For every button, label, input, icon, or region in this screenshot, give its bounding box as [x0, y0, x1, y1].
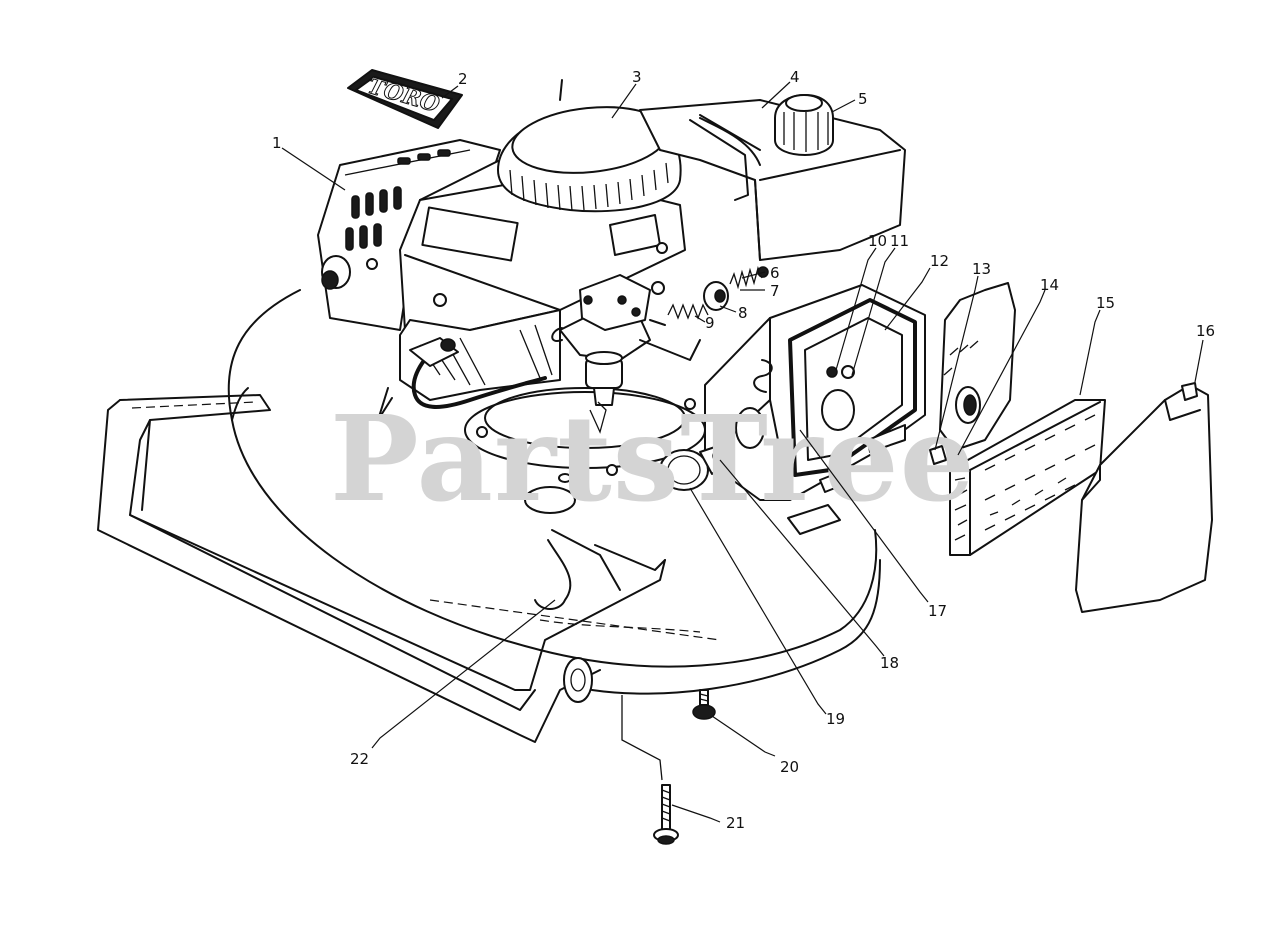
- callout-2: 2: [458, 70, 468, 88]
- callout-5: 5: [858, 90, 868, 108]
- toro-decal: TORO: [347, 69, 463, 129]
- callout-17: 17: [928, 602, 947, 620]
- callout-6: 6: [770, 264, 780, 282]
- callout-8: 8: [738, 304, 748, 322]
- muffler-vents: [345, 149, 451, 251]
- callout-9: 9: [705, 314, 715, 332]
- screw-20: [692, 689, 716, 720]
- throttle-assembly: [667, 265, 769, 320]
- air-cleaner-body: [704, 284, 926, 501]
- air-cleaner-cover: [1075, 382, 1213, 613]
- filter-element: [949, 399, 1106, 556]
- callout-labels: 1 2 3 4 5 6 7 8 9 10 11 12 13 14 15 16 1…: [272, 68, 1215, 832]
- callout-19: 19: [826, 710, 845, 728]
- mower-deck: [97, 289, 881, 743]
- callout-13: 13: [972, 260, 991, 278]
- callout-14: 14: [1040, 276, 1059, 294]
- callout-22: 22: [350, 750, 369, 768]
- callout-3: 3: [632, 68, 642, 86]
- callout-21: 21: [726, 814, 745, 832]
- bolt-21: [653, 784, 679, 845]
- starter-fins: [509, 162, 669, 212]
- breather: [659, 445, 727, 491]
- carburetor: [551, 274, 701, 434]
- callout-16: 16: [1196, 322, 1215, 340]
- callout-18: 18: [880, 654, 899, 672]
- callout-15: 15: [1096, 294, 1115, 312]
- leader-lines: [281, 81, 1204, 823]
- callout-20: 20: [780, 758, 799, 776]
- engine: [317, 79, 906, 421]
- callout-1: 1: [272, 134, 282, 152]
- callout-4: 4: [790, 68, 800, 86]
- callout-7: 7: [770, 282, 780, 300]
- callout-12: 12: [930, 252, 949, 270]
- baffle-plate: [929, 282, 1016, 465]
- callout-10: 10: [868, 232, 887, 250]
- watermark-text: PartsTree: [330, 389, 976, 528]
- filter-texture: [954, 414, 1096, 541]
- bolt-centerline: [621, 695, 663, 781]
- callout-11: 11: [890, 232, 909, 250]
